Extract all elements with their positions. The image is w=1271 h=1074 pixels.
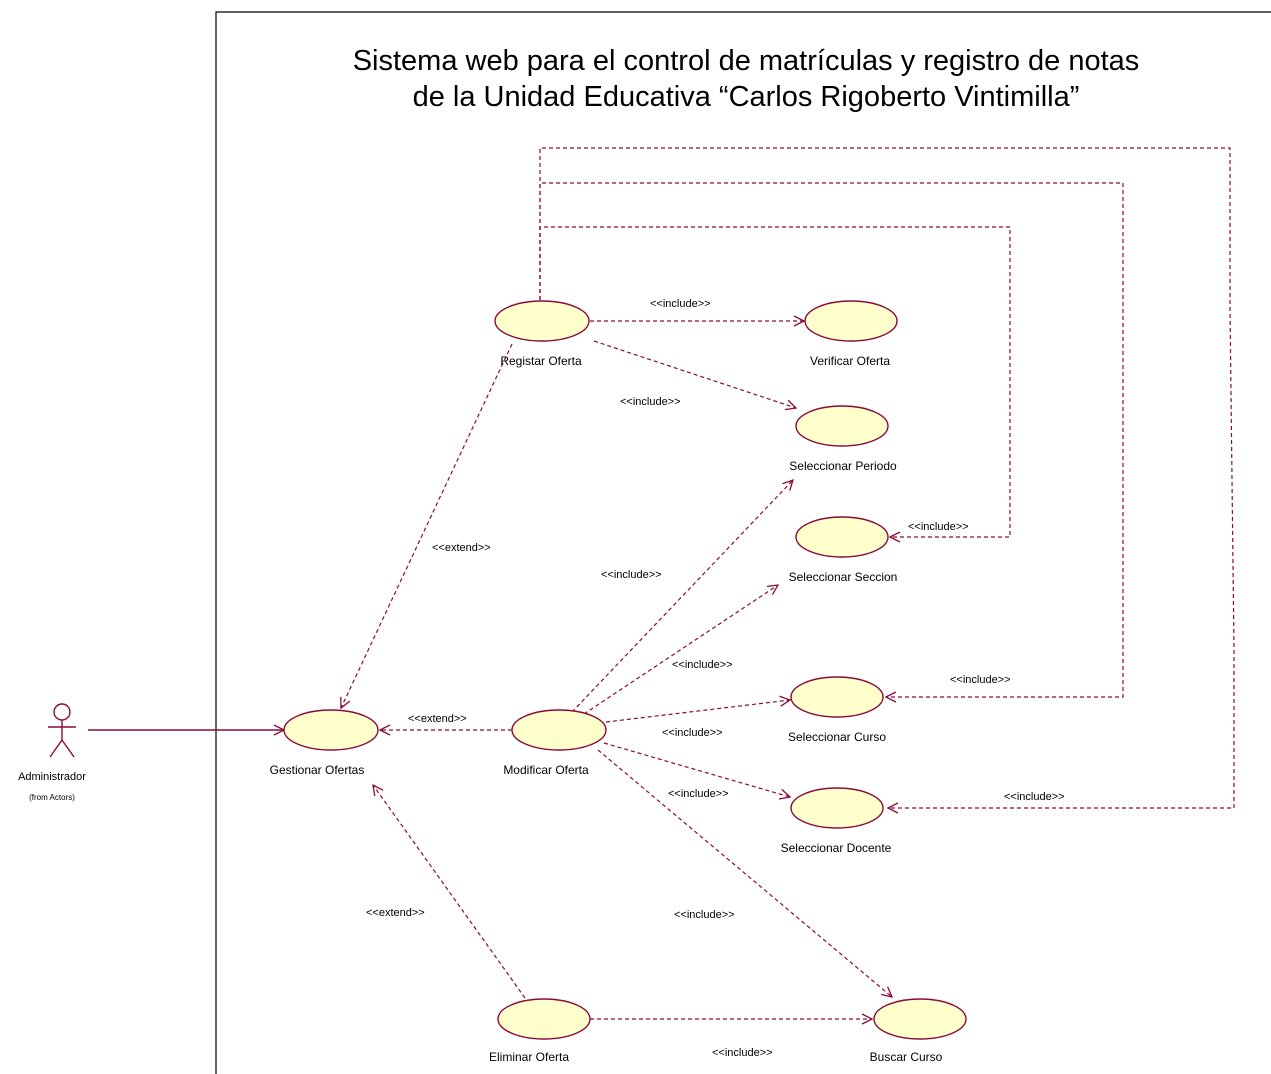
use-case-seleccionar-seccion[interactable]: Seleccionar Seccion xyxy=(789,516,898,584)
use-case-seleccionar-periodo[interactable]: Seleccionar Periodo xyxy=(789,405,897,473)
stereotype-include: <<include>> xyxy=(601,569,662,581)
use-case-label: Seleccionar Periodo xyxy=(789,459,897,473)
stereotype-include: <<include>> xyxy=(908,521,969,533)
use-case-seleccionar-docente[interactable]: Seleccionar Docente xyxy=(781,787,892,855)
stereotype-extend: <<extend>> xyxy=(366,907,425,919)
stereotype-extend: <<extend>> xyxy=(432,542,491,554)
use-case-label: Gestionar Ofertas xyxy=(270,763,365,777)
include-modificar-periodo xyxy=(571,480,793,713)
diagram-title-line-2: de la Unidad Educativa “Carlos Rigoberto… xyxy=(413,81,1080,113)
use-case-label: Seleccionar Seccion xyxy=(789,570,898,584)
stereotype-include: <<include>> xyxy=(668,788,729,800)
actor-head xyxy=(53,703,71,721)
system-boundary xyxy=(215,11,1271,1074)
extend-eliminar-gestionar xyxy=(373,785,526,999)
use-case-verificar-oferta[interactable]: Verificar Oferta xyxy=(804,300,898,368)
diagram-title-line-1: Sistema web para el control de matrícula… xyxy=(353,45,1140,77)
use-case-seleccionar-curso[interactable]: Seleccionar Curso xyxy=(788,676,886,744)
include-registrar-seccion xyxy=(539,226,1011,537)
stereotype-include: <<include>> xyxy=(662,727,723,739)
include-modificar-docente xyxy=(603,742,790,797)
actor-left-leg xyxy=(49,739,63,758)
actor-administrador[interactable] xyxy=(48,703,76,758)
actor-right-leg xyxy=(61,739,75,758)
actor-package: (from Actors) xyxy=(29,793,75,802)
stereotype-include: <<include>> xyxy=(950,674,1011,686)
include-modificar-curso xyxy=(605,700,790,723)
stereotype-include: <<include>> xyxy=(650,298,711,310)
stereotype-include: <<include>> xyxy=(674,909,735,921)
include-registrar-periodo xyxy=(593,340,796,408)
stereotype-include: <<include>> xyxy=(672,659,733,671)
use-case-label: Seleccionar Curso xyxy=(788,730,886,744)
actor-name: Administrador xyxy=(18,771,86,783)
use-case-label: Eliminar Oferta xyxy=(489,1050,569,1064)
include-modificar-buscar xyxy=(597,749,892,997)
stereotype-include: <<include>> xyxy=(1004,791,1065,803)
use-case-label: Buscar Curso xyxy=(870,1050,943,1064)
stereotype-include: <<include>> xyxy=(620,396,681,408)
use-case-registrar-oferta[interactable]: Registar Oferta xyxy=(494,300,590,368)
stereotype-include: <<include>> xyxy=(712,1047,773,1059)
use-case-gestionar-ofertas[interactable]: Gestionar Ofertas xyxy=(270,709,379,777)
include-registrar-docente xyxy=(539,147,1235,808)
use-case-eliminar-oferta[interactable]: Eliminar Oferta xyxy=(489,998,591,1064)
stereotype-extend: <<extend>> xyxy=(408,713,467,725)
use-case-label: Seleccionar Docente xyxy=(781,841,892,855)
use-case-label: Verificar Oferta xyxy=(810,354,890,368)
extend-registrar-gestionar xyxy=(341,343,513,708)
use-case-label: Registar Oferta xyxy=(500,354,582,368)
use-case-modificar-oferta[interactable]: Modificar Oferta xyxy=(503,709,607,777)
use-case-label: Modificar Oferta xyxy=(503,763,589,777)
use-case-buscar-curso[interactable]: Buscar Curso xyxy=(870,998,967,1064)
include-modificar-seccion xyxy=(583,585,778,715)
